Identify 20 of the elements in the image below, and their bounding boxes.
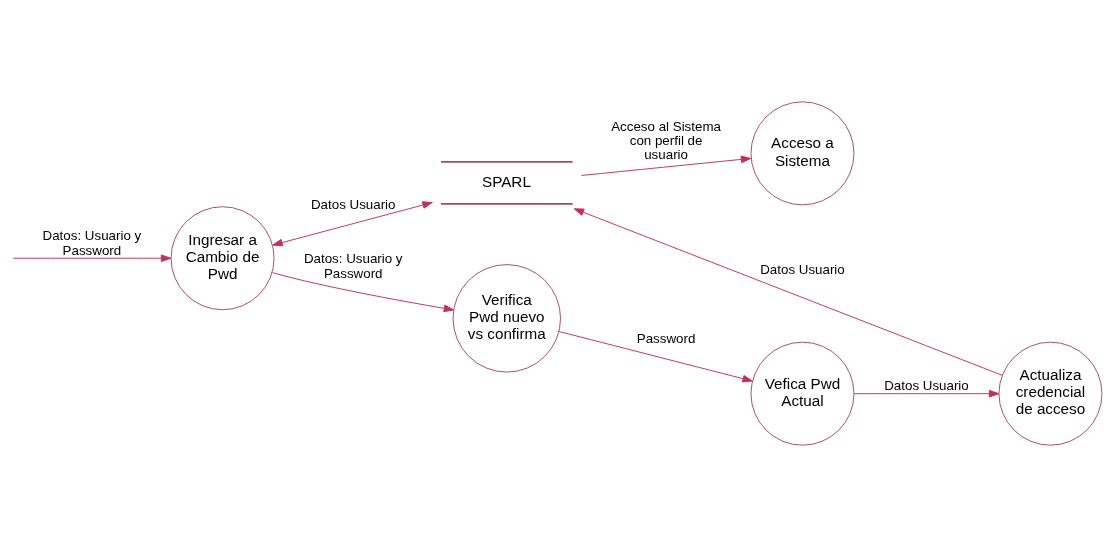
arrow [853, 389, 1000, 397]
edge-label: Datos Usuario [760, 261, 845, 277]
edge-label: Datos: Usuario y Password [303, 250, 403, 281]
arrow [558, 330, 753, 382]
node-text: SPARL [481, 172, 531, 190]
edge-label: Datos Usuario [310, 196, 396, 212]
node-circle: Acceso a Sistema [750, 100, 855, 205]
edge-label: Datos Usuario [884, 377, 969, 393]
arrow [12, 253, 172, 262]
node-circle: Vefica Pwd Actual [750, 341, 855, 446]
edge-label: Datos: Usuario y Password [42, 227, 142, 258]
arrow [573, 207, 1003, 376]
arrow [271, 271, 455, 312]
edge-label: Acceso al Sistema con perfil de usuario [611, 118, 721, 162]
node-circle: Actualiza credencial de acceso [998, 341, 1103, 446]
node-circle: Ingresar a Cambio de Pwd [170, 205, 275, 310]
edge-label: Password [636, 330, 696, 346]
arrow [581, 155, 752, 176]
node-circle: Verifica Pwd nuevo vs confirma [452, 263, 562, 373]
arrow [272, 200, 433, 246]
